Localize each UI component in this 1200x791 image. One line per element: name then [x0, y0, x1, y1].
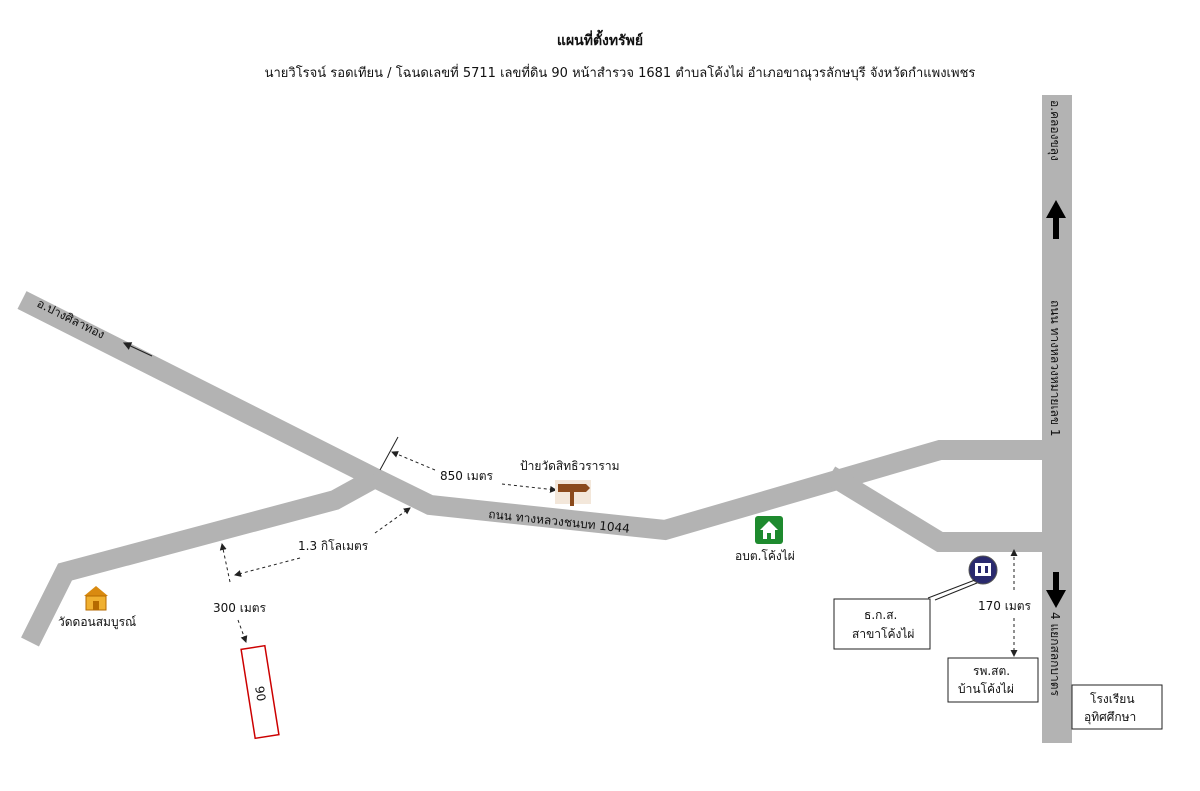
distance-170-label: 170 เมตร [978, 599, 1032, 613]
hospital-label-1: รพ.สต. [973, 664, 1010, 678]
distance-13km-label: 1.3 กิโลเมตร [298, 539, 369, 553]
west-arrow-icon [122, 342, 153, 357]
wat-don-label: วัดดอนสมบูรณ์ [58, 615, 136, 630]
distance-line-13km-b [234, 557, 301, 577]
branch-road-wat-don [21, 469, 380, 647]
distance-300-label: 300 เมตร [213, 601, 267, 615]
obt-label: อบต.โค้งไผ่ [735, 549, 795, 563]
distance-850-label: 850 เมตร [440, 469, 494, 483]
south-arrow-icon [1046, 572, 1066, 608]
distance-line-13km [374, 507, 411, 534]
hospital-box [947, 657, 1039, 703]
distance-line-300 [219, 543, 231, 583]
signpost-icon [555, 480, 591, 506]
wat-sign-label: ป้ายวัดสิทธิวราราม [520, 459, 620, 473]
page-title: แผนที่ตั้งทรัพย์ [556, 33, 644, 49]
road-label-highway-1: ถนน ทางหลวงหมายเลข 1 [1048, 300, 1062, 437]
distance-line-300-b [237, 619, 248, 643]
road-label-intersection-4: 4 แยกสลกบาตร [1048, 612, 1062, 697]
school-label-2: อุทิศศึกษา [1084, 710, 1136, 725]
baac-box [833, 598, 931, 650]
parcel-number: 90 [252, 685, 268, 702]
tick-line [379, 436, 399, 471]
parcel-90[interactable]: 90 [240, 644, 280, 740]
bank-icon [968, 555, 998, 585]
distance-line-850-b [501, 483, 557, 493]
callout-line-2 [934, 582, 978, 601]
school-label-1: โรงเรียน [1090, 692, 1135, 706]
highway-1044-road [17, 291, 1045, 541]
north-arrow-icon [1046, 200, 1066, 239]
school-box [1071, 684, 1163, 730]
branch-road-lower [824, 466, 1045, 552]
road-label-khlong-khlung: อ.คลองขลุง [1047, 100, 1062, 161]
baac-label-1: ธ.ก.ส. [864, 608, 897, 622]
page-subtitle: นายวิโรจน์ รอดเทียน / โฉนดเลขที่ 5711 เล… [264, 66, 976, 81]
temple-icon [84, 586, 108, 611]
baac-label-2: สาขาโค้งไผ่ [852, 627, 914, 641]
hospital-label-2: บ้านโค้งไผ่ [958, 682, 1014, 696]
callout-line [927, 579, 976, 599]
distance-line-850 [391, 451, 436, 471]
home-icon [755, 516, 783, 544]
